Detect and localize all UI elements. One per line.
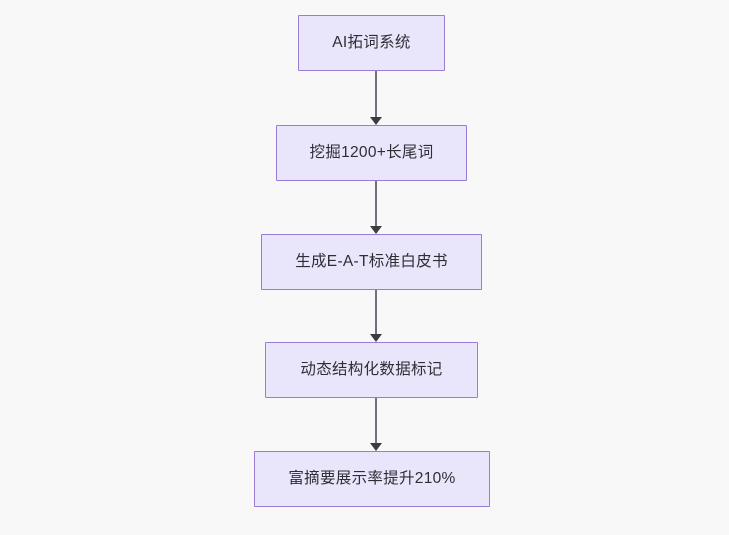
flowchart-node-mine-longtail-keywords[interactable]: 挖掘1200+长尾词 [276,125,467,181]
arrowhead-icon [370,226,382,234]
flowchart-node-generate-eat-whitepaper[interactable]: 生成E-A-T标准白皮书 [261,234,482,290]
arrowhead-icon [370,334,382,342]
flowchart-node-dynamic-structured-data-markup[interactable]: 动态结构化数据标记 [265,342,478,398]
flowchart-edge-4 [369,398,383,451]
edge-line [375,181,377,227]
node-label: AI拓词系统 [332,33,411,51]
node-label: 生成E-A-T标准白皮书 [295,252,448,270]
flowchart-node-rich-snippet-impression-uplift[interactable]: 富摘要展示率提升210% [254,451,490,507]
flowchart-edge-3 [369,290,383,342]
arrowhead-icon [370,443,382,451]
edge-line [375,398,377,444]
arrowhead-icon [370,117,382,125]
flowchart-edge-2 [369,181,383,234]
edge-line [375,71,377,118]
node-label: 挖掘1200+长尾词 [309,143,434,161]
edge-line [375,290,377,335]
flowchart-node-ai-keyword-system[interactable]: AI拓词系统 [298,15,445,71]
node-label: 动态结构化数据标记 [300,360,443,378]
flowchart-edge-1 [369,71,383,125]
node-label: 富摘要展示率提升210% [288,469,456,487]
